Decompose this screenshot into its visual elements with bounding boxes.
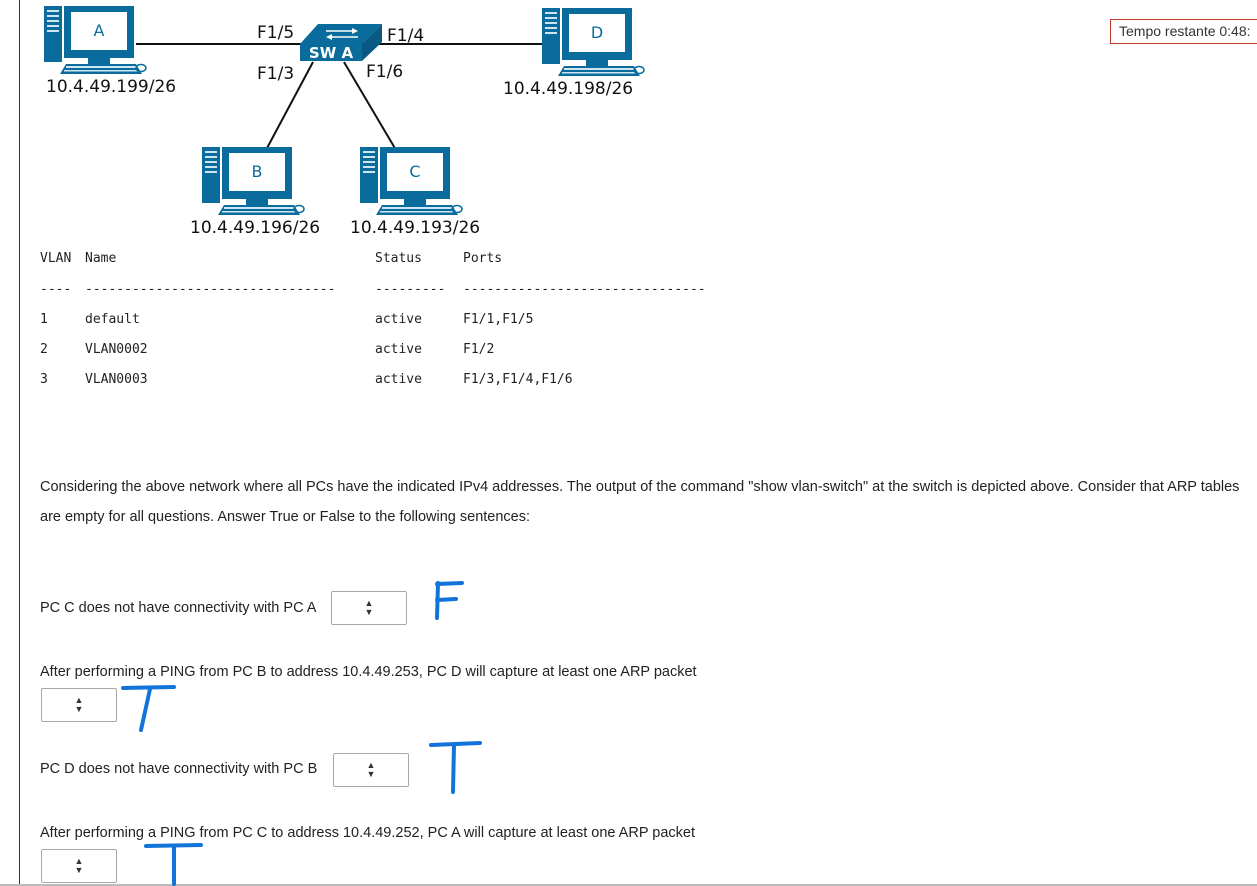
row-1-vlan: 1: [40, 312, 48, 327]
header-status: Status: [375, 251, 422, 266]
header-name: Name: [85, 251, 117, 266]
row-3-ports: F1/3,F1/4,F1/6: [463, 372, 573, 387]
pc-c-ip: 10.4.49.193/26: [350, 218, 480, 238]
question-2-select[interactable]: ▲▼: [41, 688, 117, 722]
row-1-ports: F1/1,F1/5: [463, 312, 534, 327]
row-1-name: default: [85, 312, 140, 327]
network-diagram: SW A F1/5 F1/4 F1/3 F1/6 A 10.4.49.199/2…: [43, 5, 645, 238]
annotation-t-mark: [144, 843, 203, 886]
annotation-t-mark: [429, 741, 482, 794]
annotation-f-mark: [435, 581, 464, 620]
port-label-f15: F1/5: [257, 23, 294, 43]
separator-ports: -------------------------------: [463, 282, 706, 297]
row-2-ports: F1/2: [463, 342, 495, 357]
row-2-vlan: 2: [40, 342, 48, 357]
header-ports: Ports: [463, 251, 503, 266]
sort-arrows-icon: ▲▼: [364, 598, 374, 617]
sort-arrows-icon: ▲▼: [74, 856, 84, 875]
question-description: Considering the above network where all …: [40, 479, 1240, 525]
port-label-f14: F1/4: [387, 26, 424, 46]
question-2-text: After performing a PING from PC B to add…: [40, 664, 697, 680]
header-vlan: VLAN: [40, 251, 72, 266]
switch-label: SW A: [309, 44, 354, 62]
svg-text:C: C: [409, 162, 420, 181]
annotation-t-mark: [121, 685, 176, 732]
question-4-select[interactable]: ▲▼: [41, 849, 117, 883]
left-border: [19, 0, 20, 886]
switch-icon: SW A: [300, 24, 382, 62]
port-label-f13: F1/3: [257, 64, 294, 84]
pc-b-ip: 10.4.49.196/26: [190, 218, 320, 238]
port-label-f16: F1/6: [366, 62, 403, 82]
svg-text:A: A: [94, 21, 105, 40]
row-2-name: VLAN0002: [85, 342, 148, 357]
question-4-text: After performing a PING from PC C to add…: [40, 825, 695, 841]
separator-status: ---------: [375, 282, 446, 297]
question-1-text: PC C does not have connectivity with PC …: [40, 600, 317, 616]
pc-a-ip: 10.4.49.199/26: [46, 77, 176, 97]
timer-badge: Tempo restante 0:48:: [1110, 19, 1257, 44]
svg-text:D: D: [591, 23, 603, 42]
row-3-name: VLAN0003: [85, 372, 148, 387]
svg-text:B: B: [252, 162, 263, 181]
row-2-status: active: [375, 342, 422, 357]
separator-vlan: ----: [40, 282, 72, 297]
question-3-text: PC D does not have connectivity with PC …: [40, 761, 318, 777]
question-1-select[interactable]: ▲▼: [331, 591, 407, 625]
row-1-status: active: [375, 312, 422, 327]
question-3-select[interactable]: ▲▼: [333, 753, 409, 787]
pc-d-icon: D: [541, 7, 645, 77]
pc-b-icon: B: [201, 146, 305, 216]
separator-name: --------------------------------: [85, 282, 336, 297]
sort-arrows-icon: ▲▼: [366, 760, 376, 779]
row-3-vlan: 3: [40, 372, 48, 387]
pc-d-ip: 10.4.49.198/26: [503, 79, 633, 99]
sort-arrows-icon: ▲▼: [74, 695, 84, 714]
bottom-border: [0, 884, 1257, 886]
row-3-status: active: [375, 372, 422, 387]
pc-c-icon: C: [359, 146, 463, 216]
pc-a-icon: A: [43, 5, 147, 75]
